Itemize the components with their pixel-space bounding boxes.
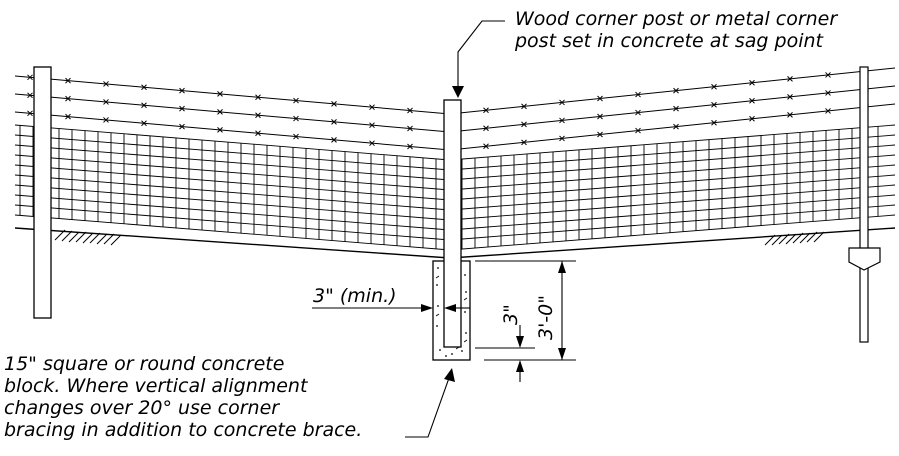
barb	[103, 81, 109, 87]
barb	[255, 112, 261, 119]
leader-block	[405, 377, 450, 438]
barb	[559, 117, 565, 124]
barb	[179, 87, 185, 94]
barb	[179, 105, 185, 112]
barb	[65, 95, 71, 102]
barb	[331, 137, 337, 143]
barb	[407, 125, 413, 132]
right-line-post	[848, 66, 881, 343]
barb	[369, 140, 375, 147]
barb	[293, 133, 299, 140]
ground-hatch-right	[764, 231, 825, 246]
barb	[217, 127, 223, 133]
barb	[483, 143, 489, 150]
left-end-post	[33, 66, 52, 319]
barb	[483, 125, 489, 132]
barb	[179, 123, 185, 130]
barb	[597, 95, 603, 102]
barb	[711, 119, 717, 126]
barb	[597, 131, 603, 138]
dim-cover: 3"	[500, 304, 524, 382]
barb	[217, 109, 223, 115]
barb	[787, 112, 793, 118]
barb	[787, 76, 793, 82]
callout-post-line-2: post set in concrete at sag point	[515, 30, 823, 52]
barb	[521, 121, 527, 128]
callout-block-line-2: block. Where vertical alignment	[4, 375, 308, 397]
barb	[749, 97, 755, 104]
callout-block-line-4: bracing in addition to concrete brace.	[4, 419, 363, 441]
leader-post-arrow	[452, 86, 464, 98]
barb	[217, 91, 223, 97]
barb	[825, 90, 831, 96]
dim-cover-label: 3"	[500, 304, 522, 325]
barb	[521, 103, 527, 110]
barb	[521, 139, 527, 146]
leader-post	[457, 20, 505, 88]
barb	[255, 130, 261, 137]
dim-depth: 3'-0"	[535, 261, 566, 360]
callout-post-line-1: Wood corner post or metal corner	[515, 8, 838, 30]
corner-post-callout: Wood corner post or metal corner post se…	[515, 8, 837, 52]
barb	[673, 123, 679, 130]
concrete-block-callout: 15" square or round concrete block. Wher…	[4, 353, 362, 441]
barb	[711, 101, 717, 108]
corner-post	[443, 99, 462, 348]
barb	[407, 107, 413, 114]
dim-min-arrow-left	[421, 304, 433, 312]
barb	[787, 94, 793, 100]
barb	[255, 94, 261, 101]
barb	[749, 115, 755, 122]
barb	[483, 107, 489, 114]
callout-block-line-1: 15" square or round concrete	[4, 353, 285, 375]
barb	[141, 120, 147, 127]
callout-block-line-3: changes over 20° use corner	[4, 397, 280, 419]
barb	[27, 92, 33, 99]
barb	[65, 113, 71, 120]
barb	[141, 102, 147, 109]
dim-depth-label: 3'-0"	[535, 295, 557, 340]
barb	[635, 91, 641, 98]
barb	[711, 83, 717, 90]
barb	[27, 74, 33, 81]
barb	[559, 135, 565, 142]
extension-lines	[475, 260, 576, 361]
dim-min-arrow-right	[444, 304, 456, 312]
barb	[673, 87, 679, 94]
barb	[103, 99, 109, 105]
barb	[141, 84, 147, 91]
barb	[635, 127, 641, 134]
barb	[27, 110, 33, 117]
barb	[293, 115, 299, 122]
barb	[293, 97, 299, 104]
barb	[559, 99, 565, 106]
barb	[825, 72, 831, 78]
barb	[65, 77, 71, 84]
barb	[369, 104, 375, 111]
barb	[407, 143, 413, 150]
dim-min-label: 3" (min.)	[313, 285, 397, 307]
ground-hatch-left	[54, 229, 122, 246]
barb	[749, 79, 755, 86]
barb	[825, 108, 831, 114]
barb	[597, 113, 603, 120]
barb	[331, 119, 337, 125]
barb	[369, 122, 375, 129]
leader-block-arrow	[444, 368, 455, 382]
barb	[635, 109, 641, 116]
barb	[331, 101, 337, 107]
barb	[103, 117, 109, 123]
barb	[673, 105, 679, 112]
